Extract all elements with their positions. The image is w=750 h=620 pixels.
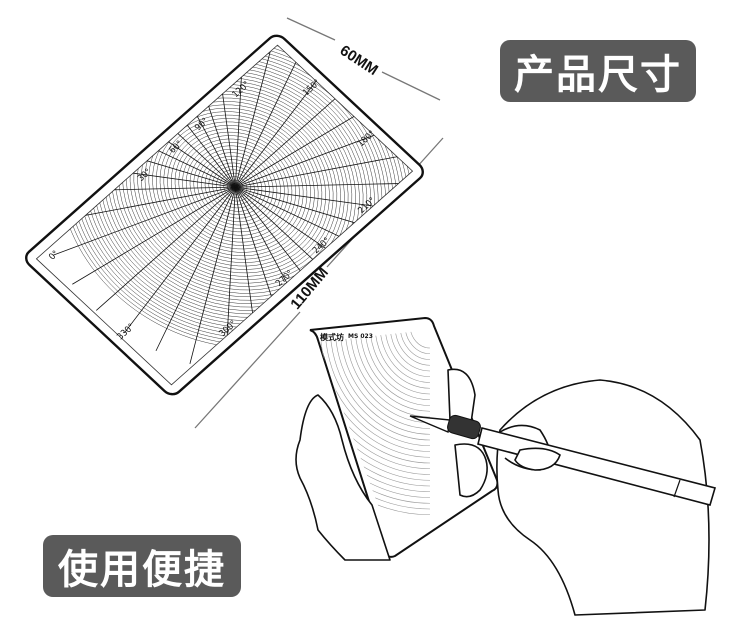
ruler-arc — [369, 330, 431, 395]
ruler-arc — [359, 330, 431, 406]
small-card-model: MS 023 — [348, 333, 373, 340]
ruler-arc — [409, 330, 431, 349]
radial-line — [105, 187, 287, 351]
ruler-arc — [384, 330, 431, 378]
dimension-line-length — [194, 311, 301, 429]
hobby-knife — [409, 414, 717, 506]
small-card-logo: 模式坊 — [320, 332, 344, 342]
radial-line — [115, 187, 310, 364]
ruler-arc — [324, 330, 431, 447]
radial-line — [72, 163, 235, 309]
radial-line — [160, 10, 355, 187]
ruler-arc — [374, 330, 431, 389]
radial-line — [53, 139, 235, 303]
ruler-arc — [318, 330, 431, 510]
radial-line — [98, 187, 261, 333]
product-size-badge: 产品尺寸 — [500, 40, 696, 102]
dimension-line-width — [381, 71, 441, 101]
radial-line — [96, 187, 235, 310]
easy-use-badge: 使用便捷 — [43, 535, 241, 597]
ruler-arc — [329, 330, 431, 441]
radial-line — [139, 3, 342, 187]
ruler-arc — [319, 330, 431, 452]
ruler-arc — [379, 330, 431, 383]
dimension-line-width — [286, 17, 336, 41]
ruler-arc — [318, 330, 431, 516]
ruler-arc — [354, 330, 431, 412]
ruler-arc — [339, 330, 431, 429]
angle-label-0: 0° — [46, 248, 61, 261]
ruler-arc — [318, 330, 431, 458]
finger — [514, 447, 561, 471]
radial-line — [120, 1, 324, 187]
ruler-arc — [334, 330, 431, 435]
ruler-arc — [344, 330, 431, 424]
ruler-arc — [364, 330, 431, 401]
protractor-card: 0° 30° 60° 90° 120° 150° 180° 210° 240° … — [0, 0, 524, 459]
ruler-arc — [349, 330, 431, 418]
ruler-arc — [404, 330, 431, 355]
